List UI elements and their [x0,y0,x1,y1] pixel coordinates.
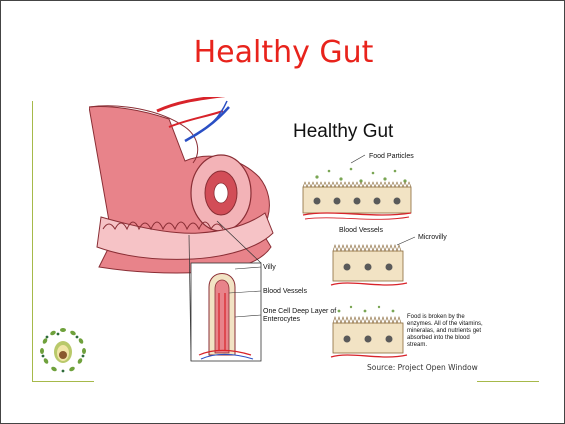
label-food-particles: Food Particles [369,153,414,161]
diagram-title: Healthy Gut [293,121,393,143]
label-blood-vessels-right: Blood Vessels [339,227,383,235]
accent-line-left-vertical [32,101,33,381]
leaf-wreath-logo-icon [37,325,89,375]
accent-line-bottom-left [32,381,94,382]
label-absorption-note: Food is broken by the enzymes. All of th… [407,314,485,348]
source-credit: Source: Project Open Window [367,363,478,372]
accent-line-bottom-right [477,381,539,382]
label-enterocytes: One Cell Deep Layer of Enterocytes [263,308,339,324]
slide-title: Healthy Gut [1,35,565,70]
label-microvilly: Microvilly [418,234,447,242]
label-villi: Villy [263,264,276,272]
label-blood-vessels-left: Blood Vessels [263,288,307,296]
